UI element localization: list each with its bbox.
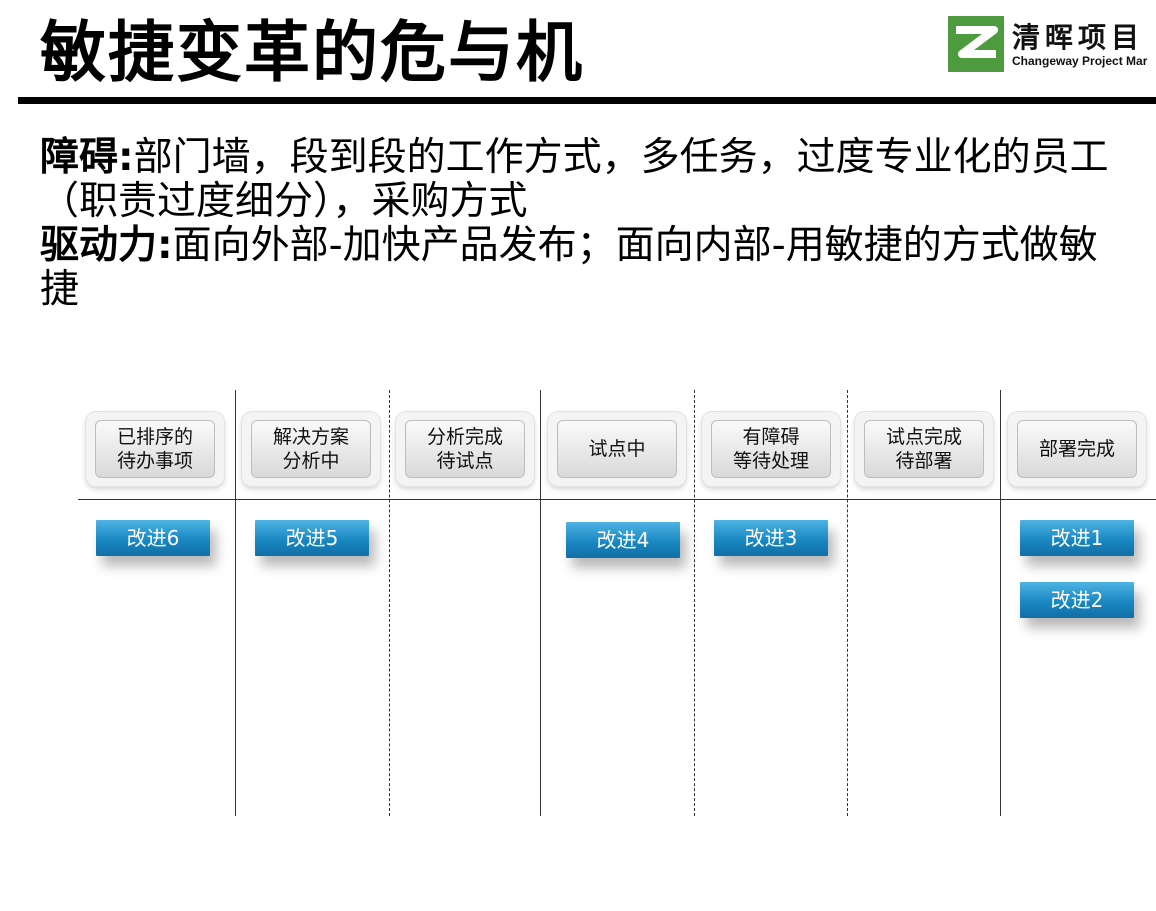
kanban-card: 改进2 <box>1020 582 1134 618</box>
barriers-text: 部门墙，段到段的工作方式，多任务，过度专业化的员工（职责过度细分），采购方式 <box>40 135 1109 224</box>
column-header-label: 分析完成 待试点 <box>405 420 525 478</box>
column-header: 试点完成 待部署 <box>855 412 993 486</box>
column-divider <box>847 390 848 816</box>
drivers-paragraph: 驱动力:面向外部-加快产品发布；面向内部-用敏捷的方式做敏捷 <box>40 224 1130 312</box>
column-header: 已排序的 待办事项 <box>86 412 224 486</box>
drivers-text: 面向外部-加快产品发布；面向内部-用敏捷的方式做敏捷 <box>40 223 1098 312</box>
barriers-label: 障碍: <box>40 135 134 180</box>
column-header-label: 有障碍 等待处理 <box>711 420 831 478</box>
column-header: 有障碍 等待处理 <box>702 412 840 486</box>
column-header-label: 试点中 <box>557 420 677 478</box>
kanban-card: 改进1 <box>1020 520 1134 556</box>
header-divider <box>78 499 1156 500</box>
kanban-card: 改进3 <box>714 520 828 556</box>
column-header: 解决方案 分析中 <box>242 412 380 486</box>
column-header: 部署完成 <box>1008 412 1146 486</box>
column-divider <box>235 390 236 816</box>
column-divider <box>1000 390 1001 816</box>
column-header: 试点中 <box>548 412 686 486</box>
drivers-label: 驱动力: <box>40 223 173 268</box>
slide-title: 敏捷变革的危与机 <box>40 14 584 91</box>
column-divider <box>694 390 695 816</box>
title-divider <box>18 97 1156 104</box>
slide-body: 障碍:部门墙，段到段的工作方式，多任务，过度专业化的员工（职责过度细分），采购方… <box>40 136 1130 312</box>
column-header-label: 解决方案 分析中 <box>251 420 371 478</box>
logo-mark-icon <box>948 16 1004 72</box>
logo-name: 清晖项目 <box>1012 21 1145 54</box>
column-header: 分析完成 待试点 <box>396 412 534 486</box>
kanban-card: 改进4 <box>566 522 680 558</box>
kanban-card: 改进6 <box>96 520 210 556</box>
column-divider <box>540 390 541 816</box>
column-header-label: 已排序的 待办事项 <box>95 420 215 478</box>
column-header-label: 试点完成 待部署 <box>864 420 984 478</box>
logo-subtitle: Changeway Project Mar <box>1012 54 1148 68</box>
column-divider <box>389 390 390 816</box>
barriers-paragraph: 障碍:部门墙，段到段的工作方式，多任务，过度专业化的员工（职责过度细分），采购方… <box>40 136 1130 224</box>
company-logo: 清晖项目 Changeway Project Mar <box>946 12 1156 78</box>
column-header-label: 部署完成 <box>1017 420 1137 478</box>
kanban-card: 改进5 <box>255 520 369 556</box>
